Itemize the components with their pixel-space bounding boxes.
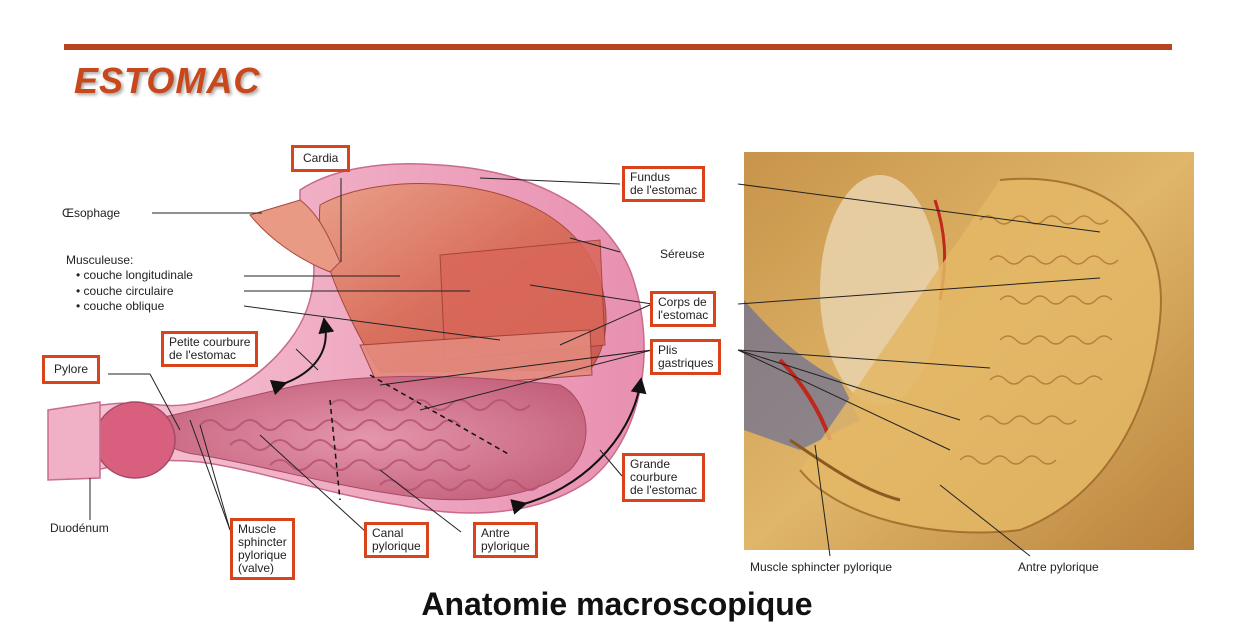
plis-gastriques-label: Plis gastriques <box>650 339 721 375</box>
pylorus-sphincter <box>95 402 175 478</box>
photo-antre-pylorique-label: Antre pylorique <box>1018 560 1099 574</box>
couche-circulaire-label: • couche circulaire <box>76 284 174 298</box>
musculeuse-label: Musculeuse: <box>66 253 133 267</box>
duodenum-tube <box>48 402 100 480</box>
plis-line2: gastriques <box>658 357 713 370</box>
grande-courbure-line3: de l'estomac <box>630 484 697 497</box>
oesophage-label: Œsophage <box>62 206 120 220</box>
cardia-label: Cardia <box>291 145 350 172</box>
pylore-label: Pylore <box>42 355 100 384</box>
fundus-line2: de l'estomac <box>630 184 697 197</box>
petite-courbure-label: Petite courbure de l'estomac <box>161 331 258 367</box>
muscle-sphincter-line4: (valve) <box>238 562 287 575</box>
stomach-illustration <box>48 164 644 513</box>
pylore-text: Pylore <box>54 362 88 376</box>
antre-line2: pylorique <box>481 540 530 553</box>
canal-pylorique-label: Canal pylorique <box>364 522 429 558</box>
couche-longitudinale-label: • couche longitudinale <box>76 268 193 282</box>
antre-pylorique-label: Antre pylorique <box>473 522 538 558</box>
gastric-mucosa <box>150 376 586 499</box>
couche-oblique-label: • couche oblique <box>76 299 164 313</box>
canal-line2: pylorique <box>372 540 421 553</box>
corps-line2: l'estomac <box>658 309 708 322</box>
dissection-photo <box>744 152 1194 550</box>
cardia-text: Cardia <box>303 151 338 165</box>
muscle-sphincter-label: Muscle sphincter pylorique (valve) <box>230 518 295 580</box>
duodenum-label: Duodénum <box>50 521 109 535</box>
fundus-label: Fundus de l'estomac <box>622 166 705 202</box>
photo-muscle-sphincter-label: Muscle sphincter pylorique <box>750 560 892 574</box>
grande-courbure-label: Grande courbure de l'estomac <box>622 453 705 502</box>
sereuse-label: Séreuse <box>660 247 705 261</box>
page-subtitle: Anatomie macroscopique <box>0 586 1234 623</box>
petite-courbure-line2: de l'estomac <box>169 349 250 362</box>
corps-estomac-label: Corps de l'estomac <box>650 291 716 327</box>
